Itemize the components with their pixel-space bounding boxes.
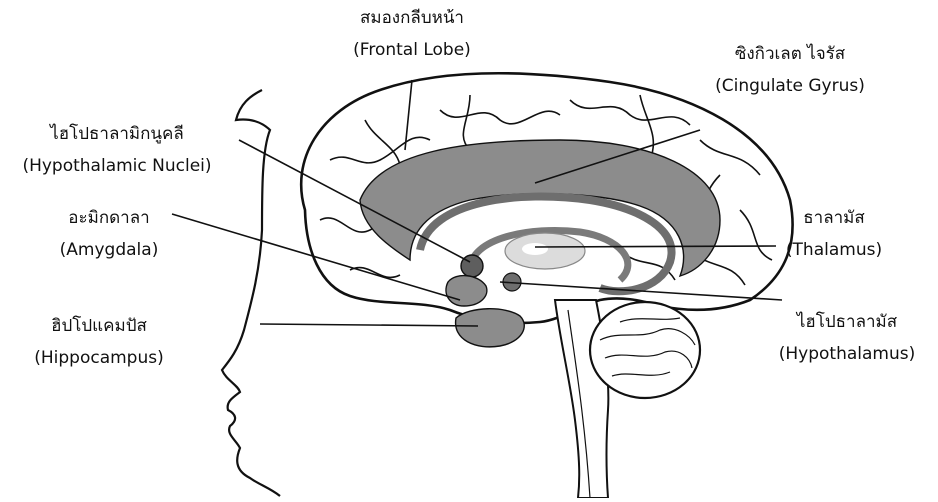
label-hippocampus: ฮิปโปแคมปัส (Hippocampus)	[4, 316, 194, 368]
thalamus-core	[522, 243, 548, 255]
label-hypothalamus: ไฮโปธาลามัส (Hypothalamus)	[762, 312, 932, 364]
label-frontal-lobe-english: (Frontal Lobe)	[322, 40, 502, 60]
label-frontal-lobe-thai: สมองกลีบหน้า	[322, 8, 502, 28]
label-hypothalamus-english: (Hypothalamus)	[762, 344, 932, 364]
label-hypothalamus-thai: ไฮโปธาลามัส	[762, 312, 932, 332]
label-hippocampus-thai: ฮิปโปแคมปัส	[4, 316, 194, 336]
label-hypothalamic-nuclei-thai: ไฮโปธาลามิกนูคลี	[2, 124, 232, 144]
label-amygdala-english: (Amygdala)	[44, 240, 174, 260]
label-cingulate-gyrus-thai: ซิงกิวเลต ไจรัส	[700, 44, 880, 64]
label-hypothalamic-nuclei: ไฮโปธาลามิกนูคลี (Hypothalamic Nuclei)	[2, 124, 232, 176]
leader-thalamus	[535, 246, 776, 247]
cerebellum	[590, 302, 700, 398]
label-amygdala-thai: อะมิกดาลา	[44, 208, 174, 228]
label-thalamus: ธาลามัส (Thalamus)	[774, 208, 894, 260]
label-amygdala: อะมิกดาลา (Amygdala)	[44, 208, 174, 260]
label-cingulate-gyrus-english: (Cingulate Gyrus)	[700, 76, 880, 96]
hippocampus-shape	[456, 309, 525, 347]
label-cingulate-gyrus: ซิงกิวเลต ไจรัส (Cingulate Gyrus)	[700, 44, 880, 96]
label-thalamus-english: (Thalamus)	[774, 240, 894, 260]
label-hypothalamic-nuclei-english: (Hypothalamic Nuclei)	[2, 156, 232, 176]
label-frontal-lobe: สมองกลีบหน้า (Frontal Lobe)	[322, 8, 502, 60]
leader-hippocampus	[260, 324, 478, 326]
amygdala-shape	[446, 276, 487, 306]
label-thalamus-thai: ธาลามัส	[774, 208, 894, 228]
label-hippocampus-english: (Hippocampus)	[4, 348, 194, 368]
